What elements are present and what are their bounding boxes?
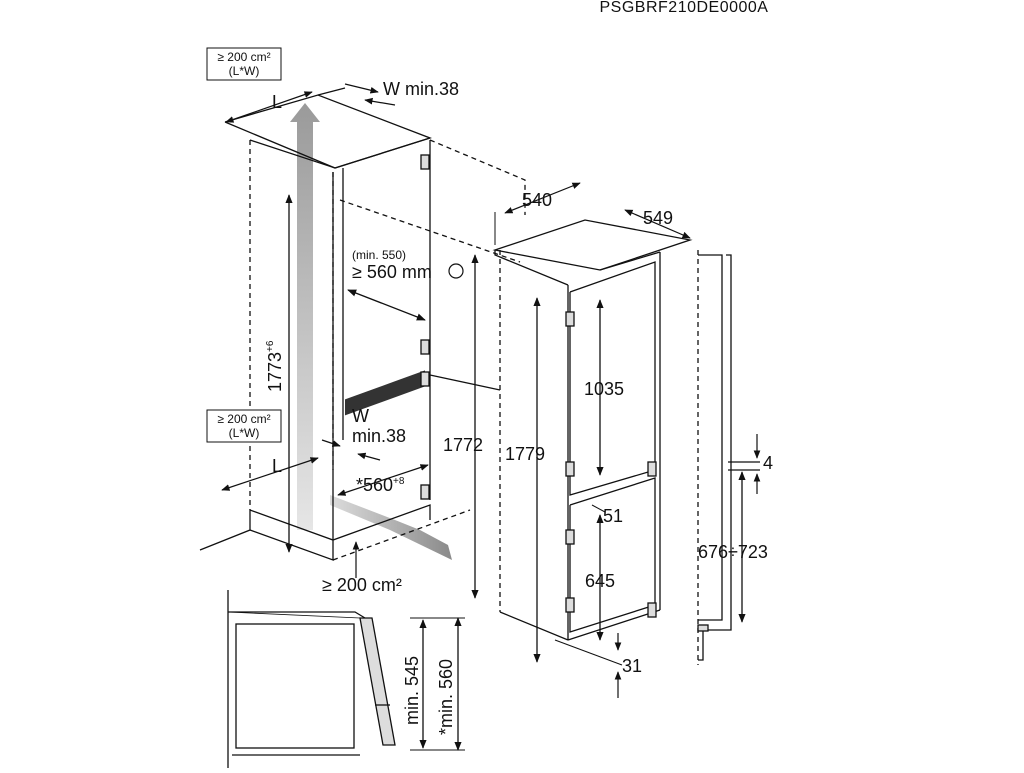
- svg-text:(L*W): (L*W): [229, 426, 260, 440]
- detail-min-545: min. 545: [402, 656, 422, 725]
- bottom-gap: 31: [622, 656, 642, 676]
- door-gap: 51: [603, 506, 623, 526]
- appliance-door-height: 1779: [505, 444, 545, 464]
- fridge-appliance: [492, 219, 693, 641]
- vent-mid-W: W: [352, 406, 369, 426]
- smiley-icon: [448, 263, 464, 279]
- appliance-width: 540: [522, 190, 552, 210]
- svg-text:≥ 200 cm²: ≥ 200 cm²: [217, 412, 270, 426]
- vent-mid-label: ≥ 200 cm² (L*W): [206, 409, 282, 443]
- detail-min-560: *min. 560: [436, 659, 456, 735]
- svg-text:≥ 200 cm²: ≥ 200 cm²: [217, 50, 270, 64]
- upper-door-height: 1035: [584, 379, 624, 399]
- door-clearance: ≥ 560 mm: [352, 262, 432, 282]
- product-code: PSGBRF210DE0000A: [600, 0, 769, 16]
- profile-offset: 4: [763, 453, 773, 473]
- vent-top-W: W min.38: [383, 79, 459, 99]
- appliance-depth: 549: [643, 208, 673, 228]
- appliance-height: 1772: [443, 435, 483, 455]
- lower-door-height: 645: [585, 571, 615, 591]
- vent-top-label: ≥ 200 cm² (L*W): [206, 47, 282, 81]
- detail-inset: [227, 590, 396, 768]
- profile-range: 676÷723: [698, 542, 768, 562]
- niche-cabinet: [199, 87, 526, 561]
- vent-top-L: L: [272, 92, 282, 112]
- niche-depth: *560+8: [356, 475, 405, 495]
- vent-mid-W-min: min.38: [352, 426, 406, 446]
- niche-height: 1773+6: [265, 340, 285, 392]
- door-side-profile: [697, 250, 760, 665]
- vent-bottom-label: ≥ 200 cm²: [322, 575, 402, 595]
- door-clearance-min: (min. 550): [352, 248, 406, 262]
- svg-text:(L*W): (L*W): [229, 64, 260, 78]
